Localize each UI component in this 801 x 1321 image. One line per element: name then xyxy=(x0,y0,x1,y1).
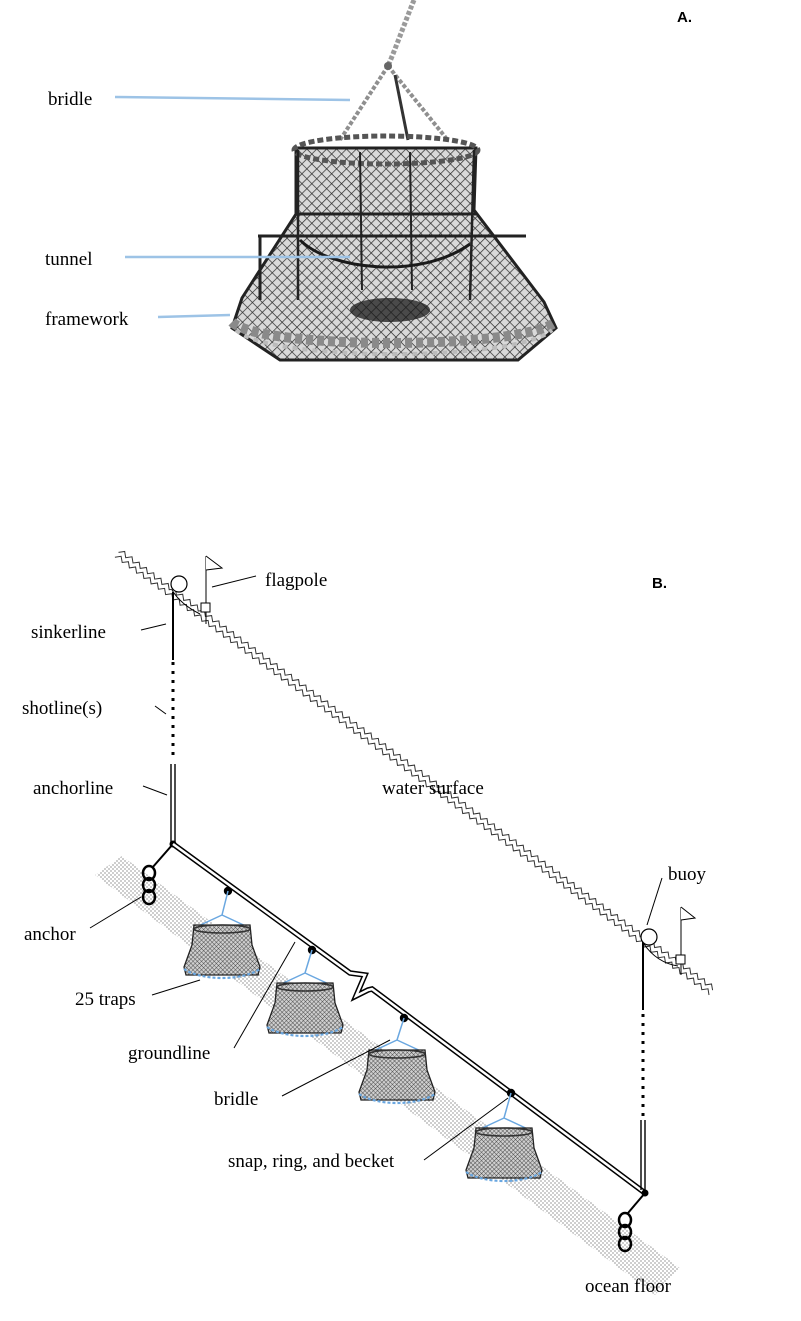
left-anchor xyxy=(141,843,174,906)
trap-body xyxy=(465,1127,543,1179)
label-bridle-a: bridle xyxy=(48,89,92,110)
label-anchorline: anchorline xyxy=(33,778,113,799)
trap-body xyxy=(183,924,261,976)
label-anchor: anchor xyxy=(24,924,76,945)
trap-top-ring xyxy=(368,1049,426,1059)
bridle-leader-line xyxy=(114,95,351,102)
panel-b: B. xyxy=(22,550,714,1297)
leader-lines xyxy=(89,575,663,1161)
label-snap-ring-becket: snap, ring, and becket xyxy=(228,1151,395,1172)
trap-body xyxy=(266,982,344,1034)
trap-photo xyxy=(228,133,560,362)
trap-rim xyxy=(465,1171,543,1183)
trap-rim xyxy=(183,968,261,980)
label-ocean-floor: ocean floor xyxy=(585,1276,672,1297)
label-buoy: buoy xyxy=(668,864,707,885)
traps-leader-line xyxy=(151,979,201,996)
trap-body xyxy=(358,1049,436,1101)
label-bridle-b: bridle xyxy=(214,1089,258,1110)
groundline-leader-line xyxy=(233,941,296,1049)
label-framework: framework xyxy=(45,309,129,330)
label-tunnel: tunnel xyxy=(45,249,93,270)
groundline xyxy=(171,841,649,1197)
traps-group xyxy=(183,886,543,1183)
sinkerline-leader-line xyxy=(140,623,167,631)
left-vertical-line xyxy=(169,592,177,848)
trap-top-ring xyxy=(193,924,251,934)
right-anchor xyxy=(617,1192,646,1253)
trap xyxy=(266,945,344,1038)
panel-b-label: B. xyxy=(652,575,667,592)
label-flagpole: flagpole xyxy=(265,570,327,591)
shotline-leader-line xyxy=(154,705,167,715)
panel-a: A. xyxy=(45,0,692,362)
trap-photo-bridle xyxy=(338,0,448,142)
label-water-surface: water surface xyxy=(382,778,484,799)
label-shotline: shotline(s) xyxy=(22,698,102,719)
left-flagpole xyxy=(200,555,224,624)
water-surface-line xyxy=(114,550,714,996)
right-buoy xyxy=(640,928,679,967)
trap xyxy=(183,886,261,980)
left-buoy xyxy=(170,575,201,615)
framework-leader-line xyxy=(157,313,231,319)
trap xyxy=(465,1088,543,1183)
label-traps: 25 traps xyxy=(75,989,136,1010)
trap-rim xyxy=(358,1093,436,1105)
bridle-b-leader-line xyxy=(281,1039,391,1097)
label-groundline: groundline xyxy=(128,1043,210,1064)
anchor-leader-line xyxy=(89,896,142,929)
trap-rim xyxy=(266,1026,344,1038)
trap-top-ring xyxy=(475,1127,533,1137)
trap-top-ring xyxy=(276,982,334,992)
buoy-leader-line xyxy=(646,877,663,926)
trap xyxy=(358,1013,436,1105)
label-sinkerline: sinkerline xyxy=(31,622,106,643)
flagpole-leader-line xyxy=(211,575,257,588)
snap-leader-line xyxy=(423,1097,509,1161)
panel-a-label: A. xyxy=(677,9,692,26)
anchorline-leader-line xyxy=(142,785,168,796)
right-flagpole xyxy=(675,906,697,975)
right-vertical-line xyxy=(640,942,646,1190)
